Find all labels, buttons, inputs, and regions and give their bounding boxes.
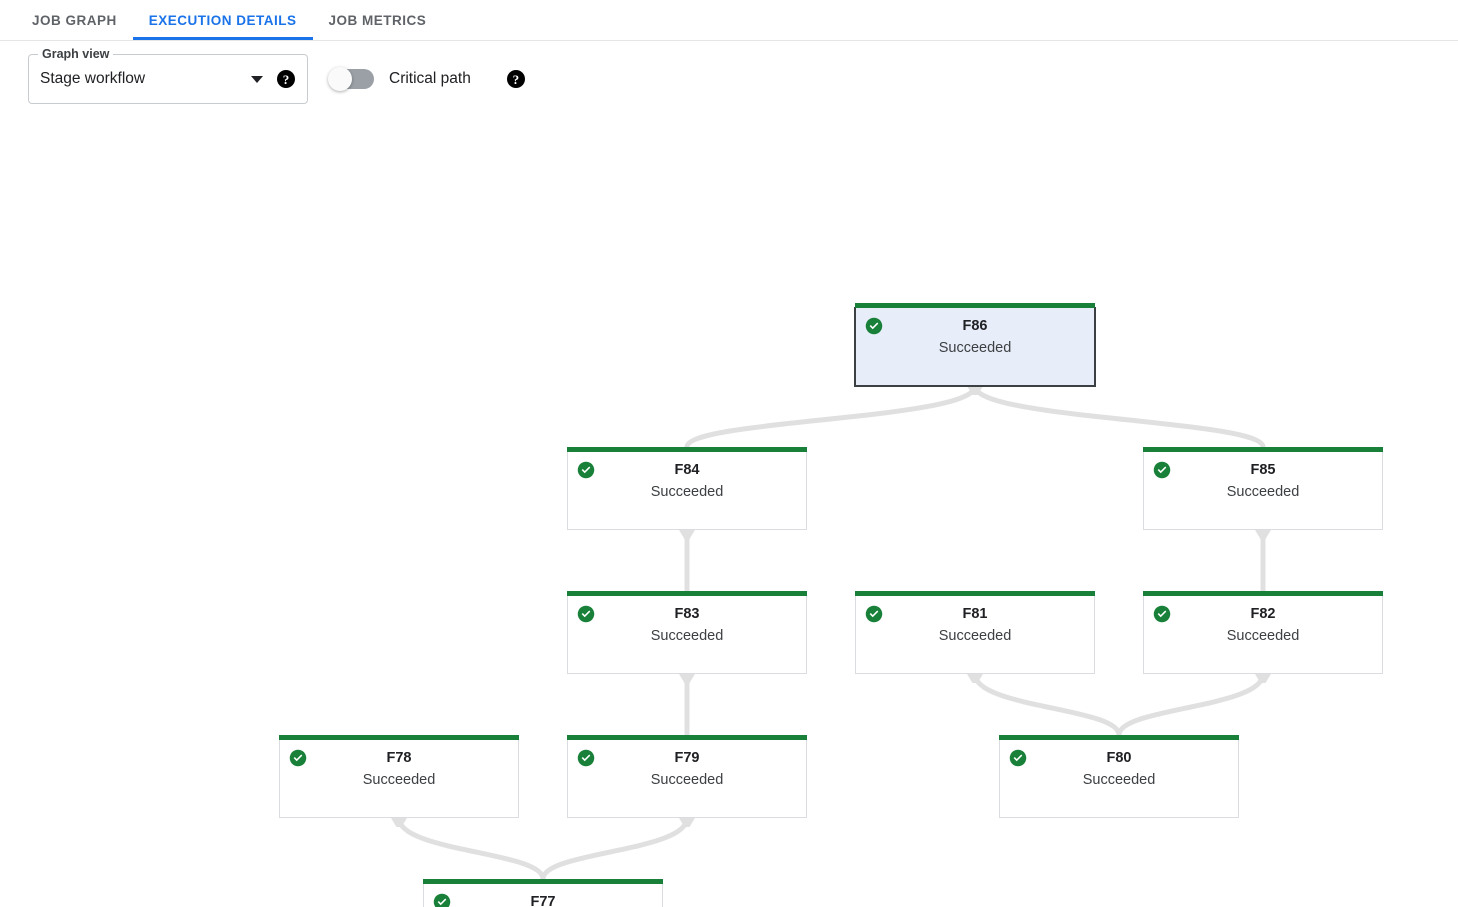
- stage-workflow-graph[interactable]: F86 Succeeded F84 Succeeded F85 Succeede…: [0, 117, 1458, 907]
- graph-node-f77[interactable]: F77 Succeeded: [423, 879, 663, 907]
- node-status-bar: [567, 591, 807, 596]
- check-circle-icon: [577, 461, 595, 479]
- tab-execution-details[interactable]: EXECUTION DETAILS: [132, 0, 313, 40]
- node-status: Succeeded: [1226, 484, 1300, 500]
- critical-path-help-icon[interactable]: ?: [506, 70, 525, 88]
- graph-node-f85[interactable]: F85 Succeeded: [1143, 447, 1383, 530]
- node-title: F78: [386, 750, 412, 766]
- node-title: F79: [674, 750, 700, 766]
- tab-bar: JOB GRAPH EXECUTION DETAILS JOB METRICS: [0, 0, 1458, 41]
- node-status: Succeeded: [362, 772, 436, 788]
- check-circle-icon: [865, 317, 883, 335]
- critical-path-label: Critical path: [389, 70, 471, 87]
- check-circle-icon: [577, 605, 595, 623]
- graph-node-f78[interactable]: F78 Succeeded: [279, 735, 519, 818]
- node-title: F77: [530, 894, 556, 907]
- graph-node-f86[interactable]: F86 Succeeded: [855, 303, 1095, 386]
- node-title: F85: [1250, 462, 1276, 478]
- graph-view-select[interactable]: Graph view Stage workflow ?: [28, 47, 308, 104]
- check-circle-icon: [289, 749, 307, 767]
- critical-path-toggle-group: Critical path: [328, 67, 471, 91]
- graph-view-label: Graph view: [38, 47, 114, 61]
- graph-view-value: Stage workflow: [40, 70, 146, 87]
- check-circle-icon: [577, 749, 595, 767]
- toggle-knob: [328, 67, 352, 91]
- node-status: Succeeded: [650, 484, 724, 500]
- node-status: Succeeded: [938, 340, 1012, 356]
- graph-view-help-icon[interactable]: ?: [277, 70, 295, 88]
- check-circle-icon: [1153, 605, 1171, 623]
- check-circle-icon: [433, 893, 451, 907]
- tab-job-metrics[interactable]: JOB METRICS: [313, 0, 443, 40]
- node-title: F84: [674, 462, 700, 478]
- node-status-bar: [423, 879, 663, 884]
- graph-node-f82[interactable]: F82 Succeeded: [1143, 591, 1383, 674]
- node-status: Succeeded: [938, 628, 1012, 644]
- graph-node-f84[interactable]: F84 Succeeded: [567, 447, 807, 530]
- chevron-down-icon[interactable]: [251, 75, 263, 83]
- tab-job-graph[interactable]: JOB GRAPH: [16, 0, 133, 40]
- node-status: Succeeded: [650, 628, 724, 644]
- node-status-bar: [1143, 447, 1383, 452]
- node-status-bar: [279, 735, 519, 740]
- node-status-bar: [855, 591, 1095, 596]
- node-status-bar: [567, 735, 807, 740]
- check-circle-icon: [865, 605, 883, 623]
- node-status-bar: [567, 447, 807, 452]
- node-status: Succeeded: [1226, 628, 1300, 644]
- node-title: F80: [1106, 750, 1132, 766]
- node-status-bar: [1143, 591, 1383, 596]
- node-title: F83: [674, 606, 700, 622]
- node-title: F82: [1250, 606, 1276, 622]
- node-title: F86: [962, 318, 988, 334]
- graph-node-f81[interactable]: F81 Succeeded: [855, 591, 1095, 674]
- critical-path-toggle[interactable]: [328, 67, 374, 91]
- check-circle-icon: [1009, 749, 1027, 767]
- node-status-bar: [999, 735, 1239, 740]
- graph-node-f80[interactable]: F80 Succeeded: [999, 735, 1239, 818]
- check-circle-icon: [1153, 461, 1171, 479]
- graph-node-f83[interactable]: F83 Succeeded: [567, 591, 807, 674]
- node-status-bar: [855, 303, 1095, 308]
- node-status: Succeeded: [650, 772, 724, 788]
- node-title: F81: [962, 606, 988, 622]
- node-status: Succeeded: [1082, 772, 1156, 788]
- graph-toolbar: Graph view Stage workflow ? Critical pat…: [0, 41, 1458, 117]
- graph-node-f79[interactable]: F79 Succeeded: [567, 735, 807, 818]
